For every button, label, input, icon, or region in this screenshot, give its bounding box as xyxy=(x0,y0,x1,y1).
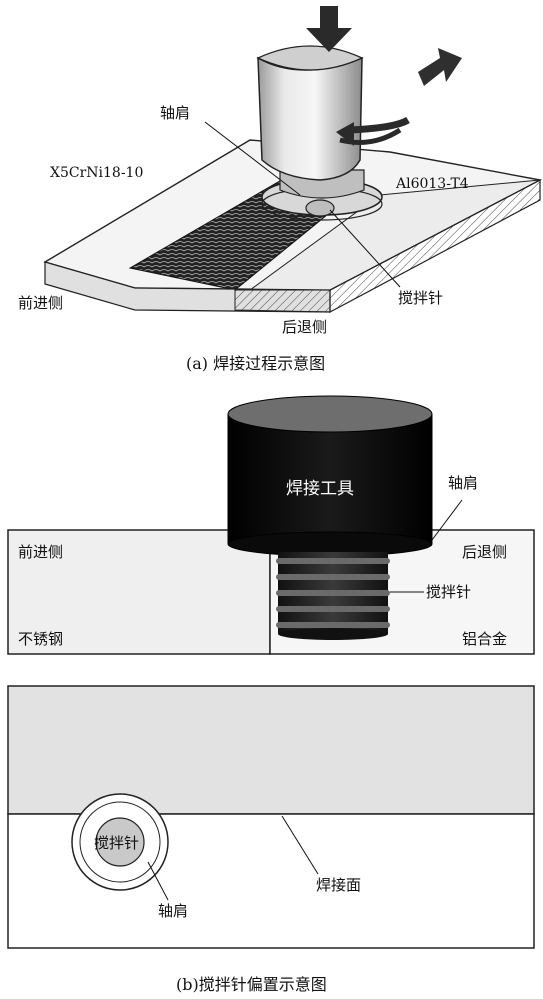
leader-shoulder xyxy=(204,121,301,196)
tool-body xyxy=(257,56,363,181)
label-weld-interface: 焊接面 xyxy=(316,876,361,894)
label-aluminum-grade: Al6013-T4 xyxy=(395,176,469,192)
welding-tool-cylinder xyxy=(227,413,433,545)
label-shoulder: 轴肩 xyxy=(160,104,190,122)
caption-panel-b: (b)搅拌针偏置示意图 xyxy=(176,975,327,994)
down-force-arrow-icon xyxy=(306,6,352,52)
label-pin: 搅拌针 xyxy=(398,289,443,307)
label-aluminum-alloy: 铝合金 xyxy=(462,630,507,648)
leader-weld-interface xyxy=(281,815,319,875)
steel-plate-section xyxy=(7,529,271,655)
label-retreating-side: 后退侧 xyxy=(282,318,327,336)
leader-pin xyxy=(329,209,401,288)
label-retreating-side-b: 后退侧 xyxy=(462,543,507,561)
label-welding-tool: 焊接工具 xyxy=(286,479,354,499)
panel-b-cross-section: 焊接工具 轴肩 前进侧 后退侧 搅拌针 不锈钢 铝合金 xyxy=(7,395,535,655)
caption-panel-a: (a) 焊接过程示意图 xyxy=(186,354,325,373)
travel-direction-arrow-icon xyxy=(418,48,462,86)
threaded-pin xyxy=(276,552,390,640)
upper-plate-top-view xyxy=(7,685,535,815)
tool-pin xyxy=(305,199,335,217)
leader-shoulder-top xyxy=(147,861,169,901)
label-stainless-steel: 不锈钢 xyxy=(18,630,63,648)
panel-a-process-diagram: 轴肩 X5CrNi18-10 Al6013-T4 前进侧 搅拌针 后退侧 (a)… xyxy=(18,6,543,373)
plate-side-face xyxy=(329,179,541,313)
label-advancing-side-b: 前进侧 xyxy=(18,543,63,561)
label-advancing-side: 前进侧 xyxy=(18,294,63,312)
tool-top-face xyxy=(227,395,433,433)
label-pin-b: 搅拌针 xyxy=(426,583,471,601)
panel-b-top-view: 搅拌针 轴肩 焊接面 (b)搅拌针偏置示意图 xyxy=(7,685,535,994)
leader-shoulder-b xyxy=(431,499,463,541)
label-shoulder-b: 轴肩 xyxy=(448,474,478,492)
pin-circle xyxy=(95,817,145,867)
label-shoulder-top: 轴肩 xyxy=(158,902,188,920)
rotation-arrow-icon xyxy=(336,116,410,146)
label-steel-grade: X5CrNi18-10 xyxy=(50,165,143,181)
label-pin-top: 搅拌针 xyxy=(94,834,139,852)
plate-front-hatched xyxy=(234,289,331,313)
